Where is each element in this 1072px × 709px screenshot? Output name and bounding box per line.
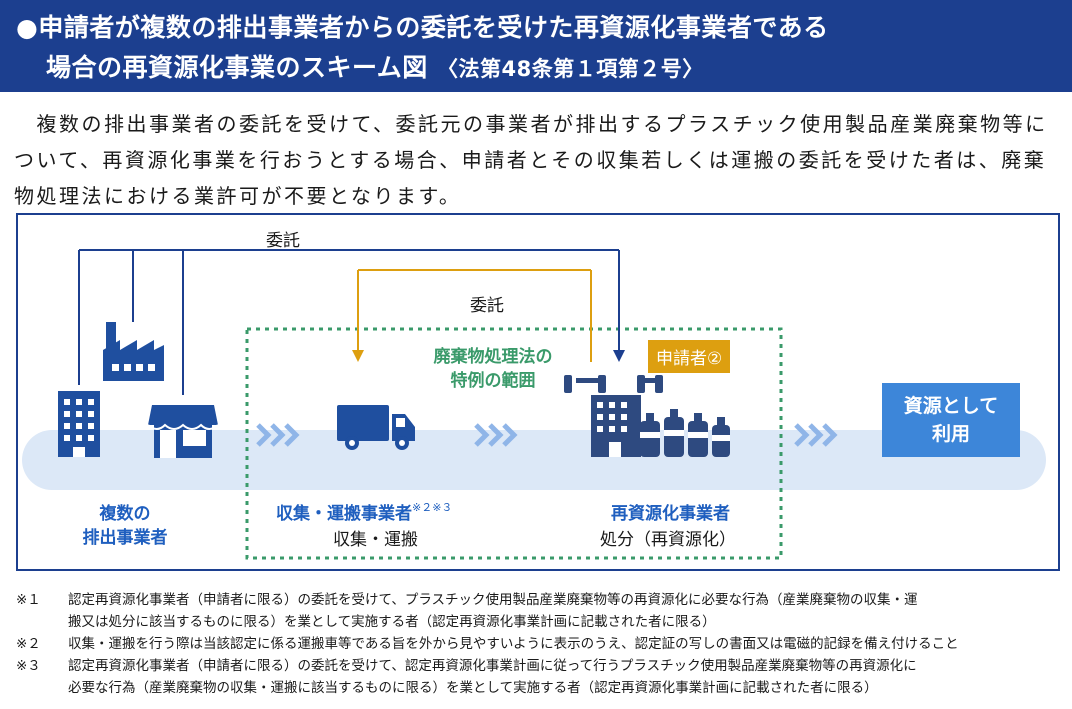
footnote-text: 必要な行為（産業廃棄物の収集・運搬に該当するものに限る）を業として実施する者（認… — [68, 680, 878, 696]
recycler-sub: 処分（再資源化） — [600, 530, 736, 550]
recycler-title: 再資源化事業者 — [611, 504, 730, 524]
collector-footnote-ref: ※２※３ — [412, 501, 453, 514]
special-range-label: 廃棄物処理法の 特例の範囲 — [422, 345, 564, 393]
footnotes: ※１ 認定再資源化事業者（申請者に限る）の委託を受けて、プラスチック使用製品産業… — [16, 589, 1072, 699]
collector-title: 収集・運搬事業者 — [276, 504, 412, 524]
footnote-mark: ※１ — [16, 592, 41, 608]
consign-label-mid: 委託 — [470, 296, 504, 316]
footnote-3: ※３ 認定再資源化事業者（申請者に限る）の委託を受けて、認定再資源化事業計画に従… — [16, 655, 1072, 699]
footnote-mark: ※３ — [16, 658, 41, 674]
page-title-line2: 場合の再資源化事業のスキーム図 〈法第48条第１項第２号〉 — [46, 48, 704, 84]
resource-line1: 資源として — [903, 395, 999, 417]
page-title-reference: 〈法第48条第１項第２号〉 — [436, 57, 704, 81]
page-title-main: 場合の再資源化事業のスキーム図 — [46, 53, 428, 82]
title-banner: ●申請者が複数の排出事業者からの委託を受けた再資源化事業者である 場合の再資源化… — [0, 0, 1072, 92]
consign-label-top: 委託 — [266, 231, 300, 251]
emitters-line1: 複数の — [99, 504, 151, 524]
applicant-tag: 申請者② — [648, 340, 731, 373]
collector-label: 収集・運搬事業者※２※３ — [276, 499, 452, 524]
page-title-line1: ●申請者が複数の排出事業者からの委託を受けた再資源化事業者である — [16, 13, 829, 42]
resource-line2: 利用 — [931, 423, 970, 445]
footnote-1: ※１ 認定再資源化事業者（申請者に限る）の委託を受けて、プラスチック使用製品産業… — [16, 589, 1072, 633]
footnote-text: 収集・運搬を行う際は当該認定に係る運搬車等である旨を外から見やすいように表示のう… — [68, 636, 959, 652]
emitters-label: 複数の 排出事業者 — [66, 502, 184, 550]
intro-text: 複数の排出事業者の委託を受けて、委託元の事業者が排出するプラスチック使用製品産業… — [14, 112, 1048, 208]
footnote-mark: ※２ — [16, 636, 41, 652]
footnote-2: ※２ 収集・運搬を行う際は当該認定に係る運搬車等である旨を外から見やすいように表… — [16, 633, 1072, 655]
emitters-line2: 排出事業者 — [82, 528, 168, 548]
special-range-line1: 廃棄物処理法の — [433, 347, 553, 367]
footnote-text: 認定再資源化事業者（申請者に限る）の委託を受けて、認定再資源化事業計画に従って行… — [68, 658, 917, 674]
diagram-frame — [16, 213, 1060, 571]
footnote-text: 搬又は処分に該当するものに限る）を業として実施する者（認定再資源化事業計画に記載… — [68, 614, 716, 630]
special-range-line2: 特例の範囲 — [450, 371, 536, 391]
resource-use-box: 資源として 利用 — [882, 383, 1020, 457]
footnote-text: 認定再資源化事業者（申請者に限る）の委託を受けて、プラスチック使用製品産業廃棄物… — [68, 592, 918, 608]
collector-sub: 収集・運搬 — [333, 530, 418, 550]
